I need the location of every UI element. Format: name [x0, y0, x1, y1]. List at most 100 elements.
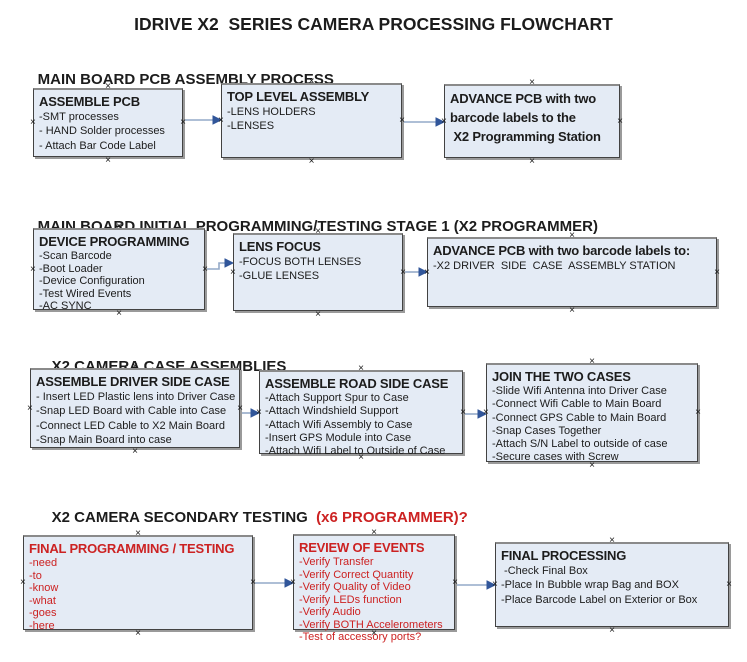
box-item: -Attach Support Spur to Case	[265, 392, 409, 404]
box-item: -Verify Transfer	[299, 556, 374, 568]
connection-handle-icon: ×	[132, 361, 138, 372]
connection-handle-icon: ×	[20, 577, 26, 588]
box-lens-focus: LENS FOCUS -FOCUS BOTH LENSES -GLUE LENSE…	[230, 227, 406, 320]
box-title: FINAL PROGRAMMING / TESTING	[29, 541, 235, 556]
connection-handle-icon: ×	[371, 527, 377, 538]
box-item: -Device Configuration	[39, 275, 145, 287]
box-body: -Check Final Box-Place In Bubble wrap Ba…	[501, 564, 724, 607]
box-item: -Verify BOTH Accelerometers	[299, 618, 443, 631]
box-item: -Verify LEDs function	[299, 593, 402, 606]
connection-handle-icon: ×	[218, 115, 224, 126]
connection-handle-icon: ×	[202, 263, 208, 275]
box-body: -Attach Support Spur to Case-Attach Wind…	[265, 392, 458, 458]
box-item: -X2 DRIVER SIDE CASE ASSEMBLY STATION	[433, 260, 676, 272]
connection-handle-icon: ×	[609, 535, 615, 546]
connection-handle-icon: ×	[308, 156, 315, 167]
box-item: barcode labels to the	[450, 110, 576, 125]
box-body: -SMT processes- HAND Solder processes- A…	[39, 110, 178, 153]
box-top-level-assembly: TOP LEVEL ASSEMBLY -LENS HOLDERS-LENSES …	[218, 77, 405, 167]
box-body: -LENS HOLDERS -LENSES	[227, 105, 397, 134]
connection-handle-icon: ×	[569, 305, 575, 316]
connection-handle-icon: ×	[424, 266, 430, 278]
connection-handle-icon: ×	[30, 263, 36, 275]
connection-handle-icon: ×	[695, 407, 701, 418]
box-title: LENS FOCUS	[239, 239, 321, 254]
box-assemble-pcb: ASSEMBLE PCB -SMT processes - HAND Solder…	[30, 82, 186, 166]
box-item: -Attach Windshield Support	[265, 405, 399, 418]
box-item: -Scan Barcode	[39, 250, 112, 262]
box-item: -Connect GPS Cable to Main Board	[492, 411, 667, 424]
box-item: -need	[29, 557, 58, 569]
box-item: -FOCUS BOTH LENSES	[239, 256, 362, 268]
flow-arrow	[184, 115, 223, 125]
box-item: -Attach Wifi Label to Outside of Case	[265, 445, 446, 458]
connection-handle-icon: ×	[180, 117, 186, 128]
box-item: -Verify Correct Quantity	[299, 568, 414, 581]
connection-handle-icon: ×	[358, 452, 364, 463]
heading-red-text: (x6 PROGRAMMER)?	[311, 509, 468, 526]
connection-handle-icon: ×	[589, 356, 595, 367]
connection-handle-icon: ×	[441, 115, 447, 127]
box-assemble-road-side-case: ASSEMBLE ROAD SIDE CASE -Attach Support …	[256, 364, 466, 463]
connection-handle-icon: ×	[27, 402, 33, 414]
box-item: -Secure cases with Screw	[492, 451, 619, 464]
box-item: -GLUE LENSES	[239, 270, 320, 283]
box-item: -Place In Bubble wrap Bag and BOX	[501, 579, 679, 592]
flow-arrow	[206, 258, 235, 270]
section-heading-secondary-testing: X2 CAMERA SECONDARY TESTING (x6 PROGRAMM…	[35, 492, 468, 543]
heading-text: X2 CAMERA SECONDARY TESTING	[51, 509, 312, 526]
box-item: -know	[29, 582, 59, 594]
box-title: ADVANCE PCB with two barcode labels to:	[433, 243, 691, 258]
flow-arrow	[254, 578, 295, 588]
box-item: -Slide Wifi Antenna into Driver Case	[492, 385, 667, 397]
box-item: -Connect LED Cable to X2 Main Board	[36, 419, 225, 432]
connection-handle-icon: ×	[315, 226, 321, 237]
box-title: ASSEMBLE PCB	[39, 94, 140, 109]
connection-handle-icon: ×	[132, 446, 138, 457]
box-item: -what	[29, 594, 56, 607]
box-item: -Verify Quality of Video	[299, 581, 411, 593]
connection-handle-icon: ×	[290, 576, 296, 588]
box-body: -Verify Transfer-Verify Correct Quantity…	[299, 556, 450, 644]
box-final-programming-testing: FINAL PROGRAMMING / TESTING -need-to-kno…	[20, 529, 256, 639]
connection-handle-icon: ×	[237, 402, 243, 414]
box-item: -Snap Cases Together	[492, 424, 602, 437]
box-item: -Snap LED Board with Cable into Case	[36, 405, 227, 418]
box-title: JOIN THE TWO CASES	[492, 369, 631, 384]
box-body: -FOCUS BOTH LENSES -GLUE LENSES	[239, 255, 398, 284]
box-final-processing: FINAL PROCESSING -Check Final Box-Place …	[492, 536, 732, 636]
connection-handle-icon: ×	[617, 115, 623, 127]
box-item: -LENS HOLDERS	[227, 106, 316, 118]
connection-handle-icon: ×	[308, 76, 315, 87]
box-join-the-two-cases: JOIN THE TWO CASES -Slide Wifi Antenna i…	[483, 357, 701, 471]
box-device-programming: DEVICE PROGRAMMING -Scan Barcode-Boot Lo…	[30, 222, 208, 319]
box-item: -AC SYNC	[39, 300, 92, 312]
box-item: -here	[29, 619, 55, 632]
box-item: -LENSES	[227, 120, 275, 133]
box-assemble-driver-side-case: ASSEMBLE DRIVER SIDE CASE - Insert LED P…	[27, 362, 243, 457]
box-body: -Scan Barcode-Boot Loader-Device Configu…	[39, 250, 200, 313]
box-item: -Boot Loader	[39, 262, 103, 275]
box-item: -Test Wired Events	[39, 287, 132, 300]
box-title: DEVICE PROGRAMMING	[39, 234, 190, 249]
box-item: -Insert GPS Module into Case	[265, 431, 412, 444]
box-item: -SMT processes	[39, 111, 119, 123]
box-title: REVIEW OF EVENTS	[299, 540, 425, 555]
box-item: - HAND Solder processes	[39, 125, 165, 138]
connection-handle-icon: ×	[483, 407, 489, 418]
connection-handle-icon: ×	[135, 628, 141, 639]
connection-handle-icon: ×	[315, 309, 321, 320]
box-item: -Attach Wifi Assembly to Case	[265, 418, 413, 431]
connection-handle-icon: ×	[358, 363, 364, 374]
page-title: IDRIVE X2 SERIES CAMERA PROCESSING FLOWC…	[134, 14, 613, 34]
connection-handle-icon: ×	[116, 308, 122, 319]
box-body: -Slide Wifi Antenna into Driver Case -Con…	[492, 385, 693, 465]
box-advance-to-assembly-station: ADVANCE PCB with two barcode labels to: …	[424, 231, 720, 316]
connection-handle-icon: ×	[714, 266, 720, 278]
box-item: -Attach S/N Label to outside of case	[492, 438, 668, 451]
box-item: -goes	[29, 607, 57, 619]
connection-handle-icon: ×	[569, 230, 575, 241]
connection-handle-icon: ×	[460, 406, 466, 418]
